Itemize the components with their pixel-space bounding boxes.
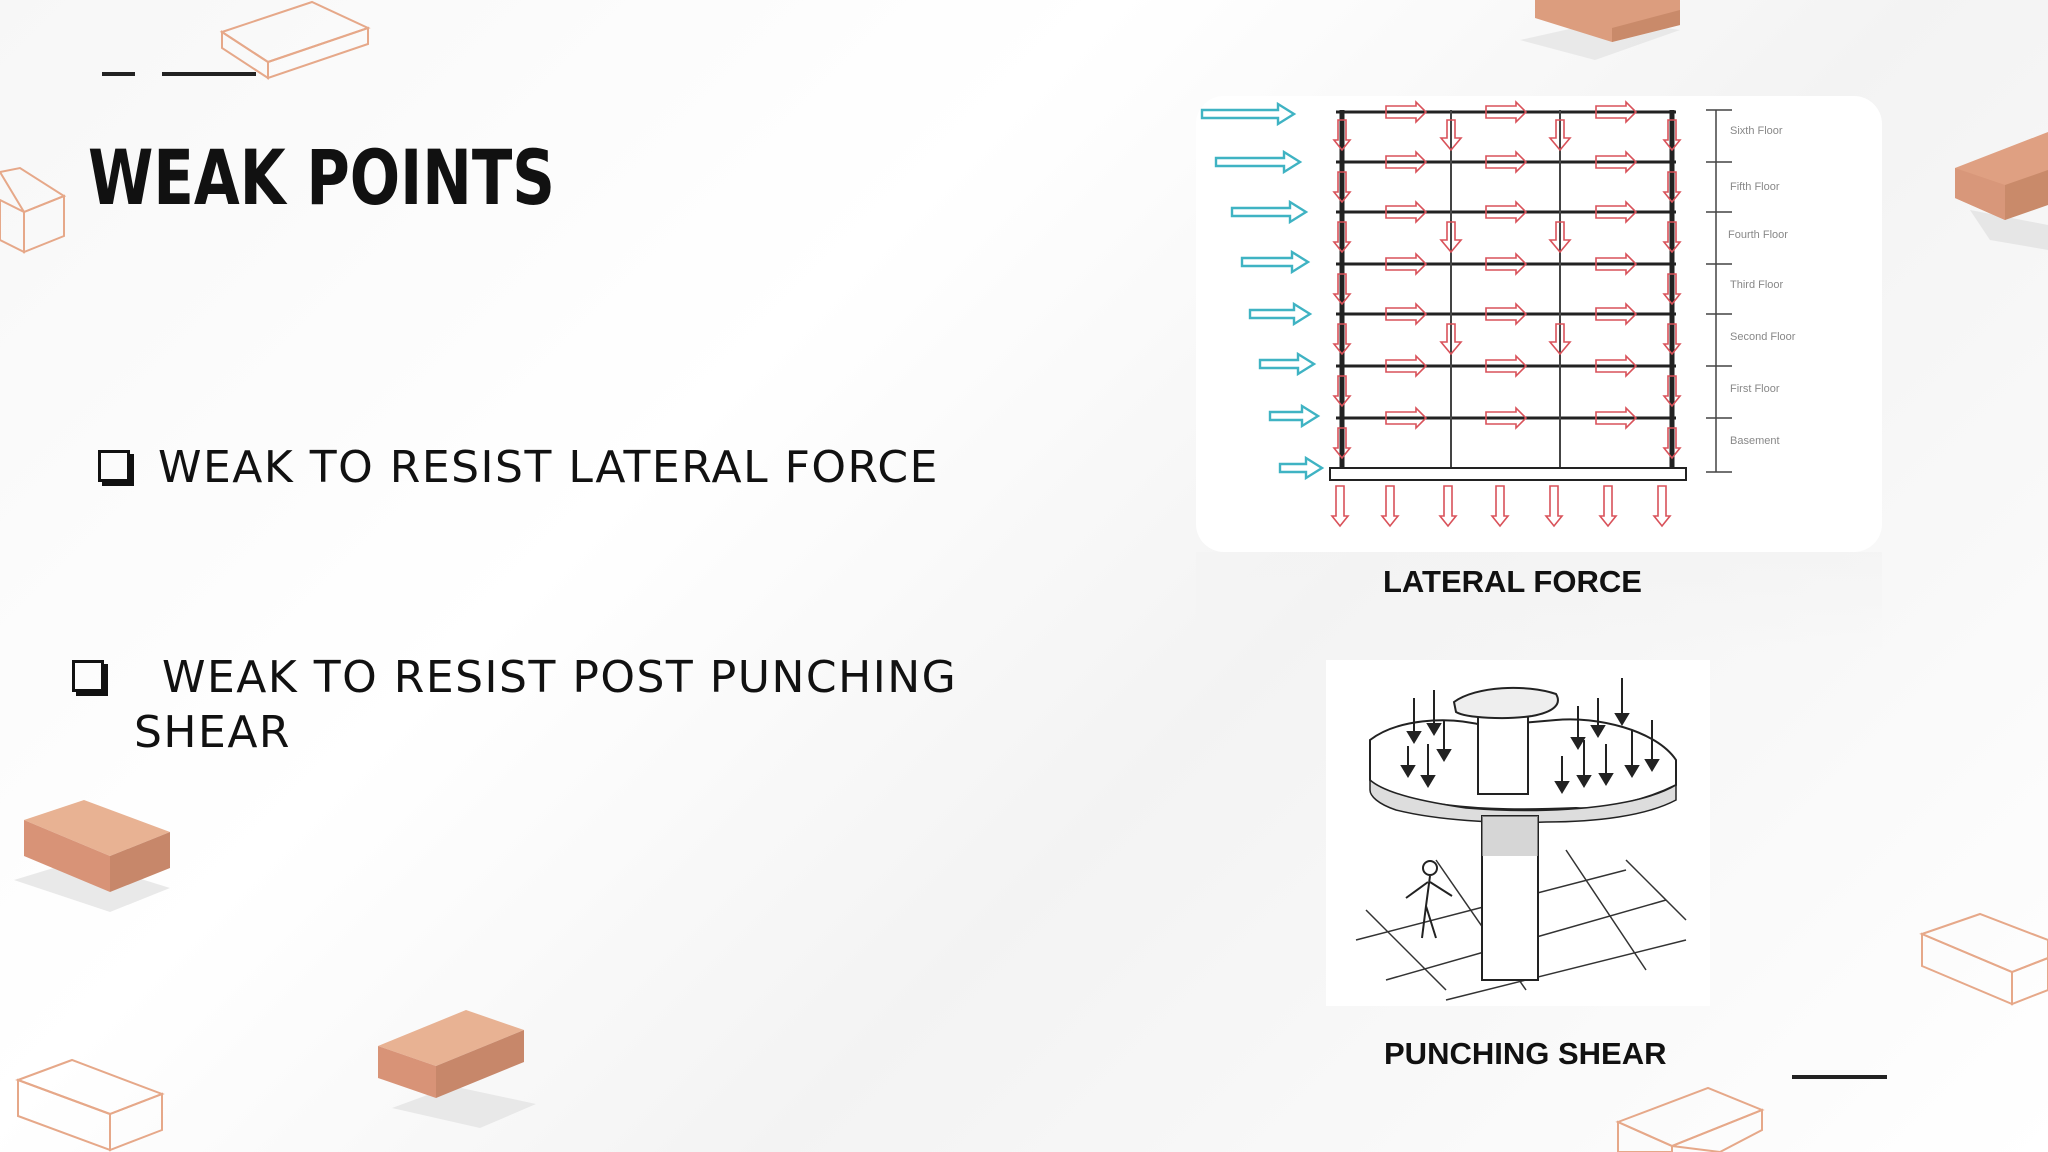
punching-shear-diagram	[1355, 678, 1687, 1001]
floor-label: Third Floor	[1730, 279, 1784, 291]
floor-label: First Floor	[1730, 383, 1780, 395]
floor-label: Basement	[1730, 435, 1780, 447]
bullet-item-punching-shear-continued: SHEAR	[134, 705, 291, 760]
floor-label: Sixth Floor	[1730, 125, 1783, 137]
punching-shear-figure	[1326, 660, 1710, 1006]
checkbox-square-icon	[72, 660, 104, 692]
bullet-item-punching-shear: WEAK TO RESIST POST PUNCHING	[72, 650, 957, 705]
checkbox-square-icon	[98, 450, 130, 482]
bullet-item-lateral-force: WEAK TO RESIST LATERAL FORCE	[98, 440, 939, 495]
floor-label: Fifth Floor	[1730, 181, 1780, 193]
lateral-force-diagram: Sixth Floor Fifth Floor Fourth Floor Thi…	[1200, 100, 1796, 528]
floor-label: Fourth Floor	[1728, 229, 1788, 241]
floor-label: Second Floor	[1730, 331, 1796, 343]
bullet-text-line-1: WEAK TO RESIST POST PUNCHING	[162, 652, 958, 703]
figure-reflection	[1196, 552, 1882, 652]
page-title: WEAK POINTS	[88, 133, 555, 222]
lateral-force-figure: Sixth Floor Fifth Floor Fourth Floor Thi…	[1196, 96, 1882, 552]
lateral-force-caption: LATERAL FORCE	[1383, 564, 1642, 599]
bullet-text: WEAK TO RESIST LATERAL FORCE	[158, 442, 939, 493]
bullet-text-line-2: SHEAR	[134, 707, 291, 758]
punching-shear-caption: PUNCHING SHEAR	[1384, 1036, 1667, 1071]
